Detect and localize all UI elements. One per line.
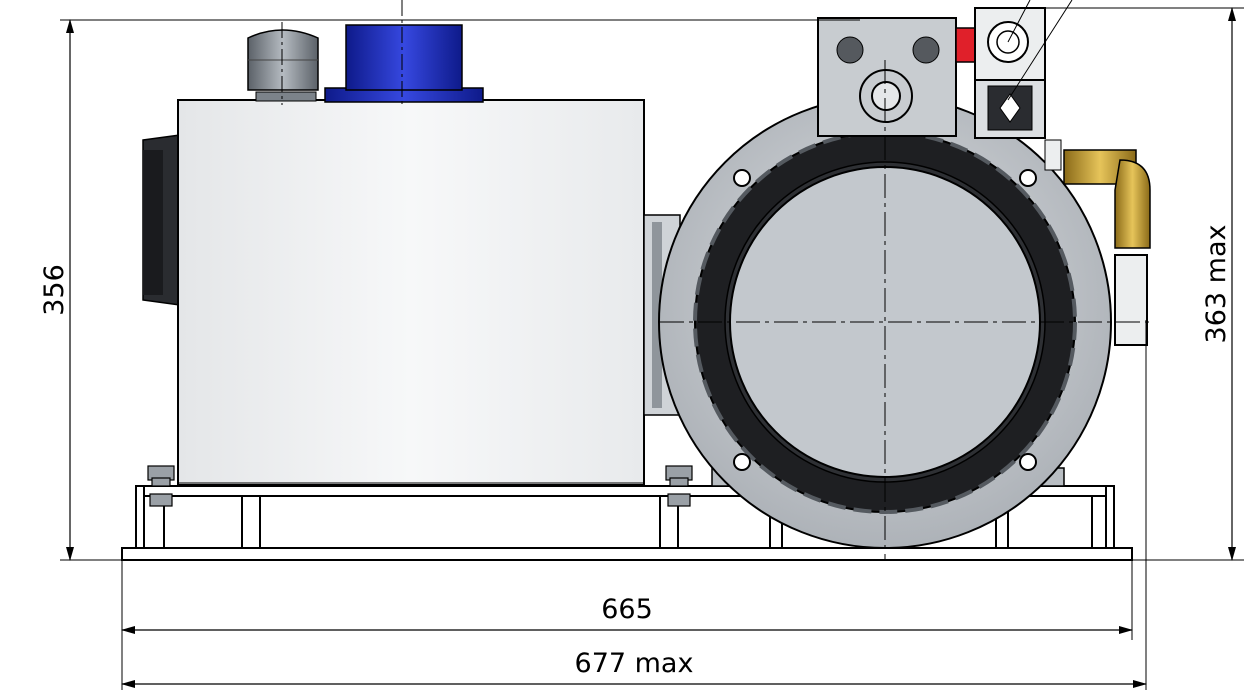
dim-width-677-max: 677 max xyxy=(121,648,1147,688)
dim-label-height-363-max: 363 max xyxy=(1201,225,1232,344)
electric-motor xyxy=(658,95,1112,549)
dim-height-363-max: 363 max xyxy=(1201,7,1236,561)
breather-cap xyxy=(247,29,319,102)
terminal-box xyxy=(817,17,957,137)
centerlines-top xyxy=(281,0,403,108)
dim-height-356: 356 xyxy=(39,19,74,561)
mounting-bolts xyxy=(147,465,693,507)
dim-label-width-665: 665 xyxy=(601,594,653,625)
centerlines-motor xyxy=(660,60,1150,560)
dim-label-height-356: 356 xyxy=(39,264,70,316)
oil-reservoir xyxy=(177,99,645,486)
extension-lines xyxy=(60,7,1244,690)
brass-fittings xyxy=(1063,149,1151,249)
valve-block xyxy=(955,7,1062,171)
side-pump-block xyxy=(142,134,181,306)
outlet-block xyxy=(1114,254,1148,346)
dim-label-width-677-max: 677 max xyxy=(575,648,694,679)
dim-width-665: 665 xyxy=(121,594,1133,634)
filler-cap xyxy=(324,24,484,103)
leader-lines xyxy=(1007,0,1073,101)
base-frame xyxy=(121,485,1133,561)
